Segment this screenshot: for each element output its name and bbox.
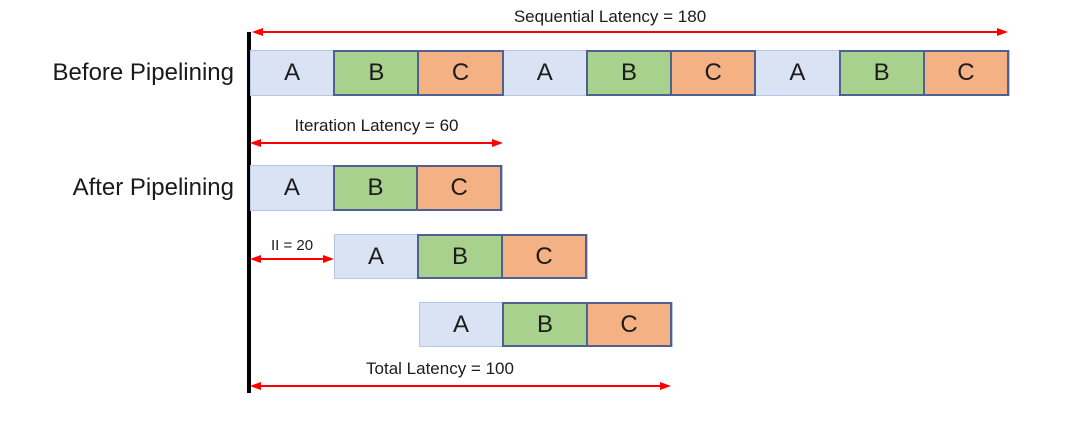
stage-block-c: C — [417, 50, 504, 96]
stage-block-c: C — [922, 50, 1009, 96]
after-pipelining-label: After Pipelining — [72, 174, 234, 201]
stage-block-b: B — [417, 234, 503, 279]
stage-block-a: A — [536, 59, 553, 86]
stage-block-a: A — [367, 242, 384, 270]
iteration-latency-label: Iteration Latency = 60 — [294, 116, 459, 135]
total-latency-label: Total Latency = 100 — [366, 359, 514, 378]
stage-block-b: B — [332, 165, 419, 211]
stage-block-c: C — [670, 50, 757, 96]
arrow-shaft — [259, 258, 325, 260]
stage-block-c: C — [416, 165, 503, 211]
total-latency-arrow — [250, 381, 671, 391]
stage-block-a: A — [452, 310, 469, 338]
sequential-latency-arrow — [252, 27, 1008, 37]
arrow-shaft — [259, 142, 494, 144]
stage-block-b: B — [838, 50, 925, 96]
stage-block-b: B — [585, 50, 673, 96]
stage-block-b: B — [502, 302, 588, 347]
stage-block-c: C — [586, 302, 672, 347]
initiation-interval-label: II = 20 — [270, 237, 314, 254]
initiation-interval-arrow — [250, 254, 334, 264]
stage-block-a: A — [283, 174, 300, 201]
stage-block-a: A — [789, 59, 806, 86]
arrow-shaft — [261, 31, 999, 33]
stage-block-c: C — [501, 234, 587, 279]
sequential-latency-label: Sequential Latency = 180 — [513, 7, 707, 26]
stage-block-a: A — [284, 59, 301, 86]
iteration-latency-arrow — [250, 138, 503, 148]
before-pipelining-label: Before Pipelining — [52, 59, 234, 86]
time-zero-line — [247, 32, 251, 393]
stage-block-b: B — [333, 50, 420, 96]
arrow-shaft — [259, 385, 662, 387]
